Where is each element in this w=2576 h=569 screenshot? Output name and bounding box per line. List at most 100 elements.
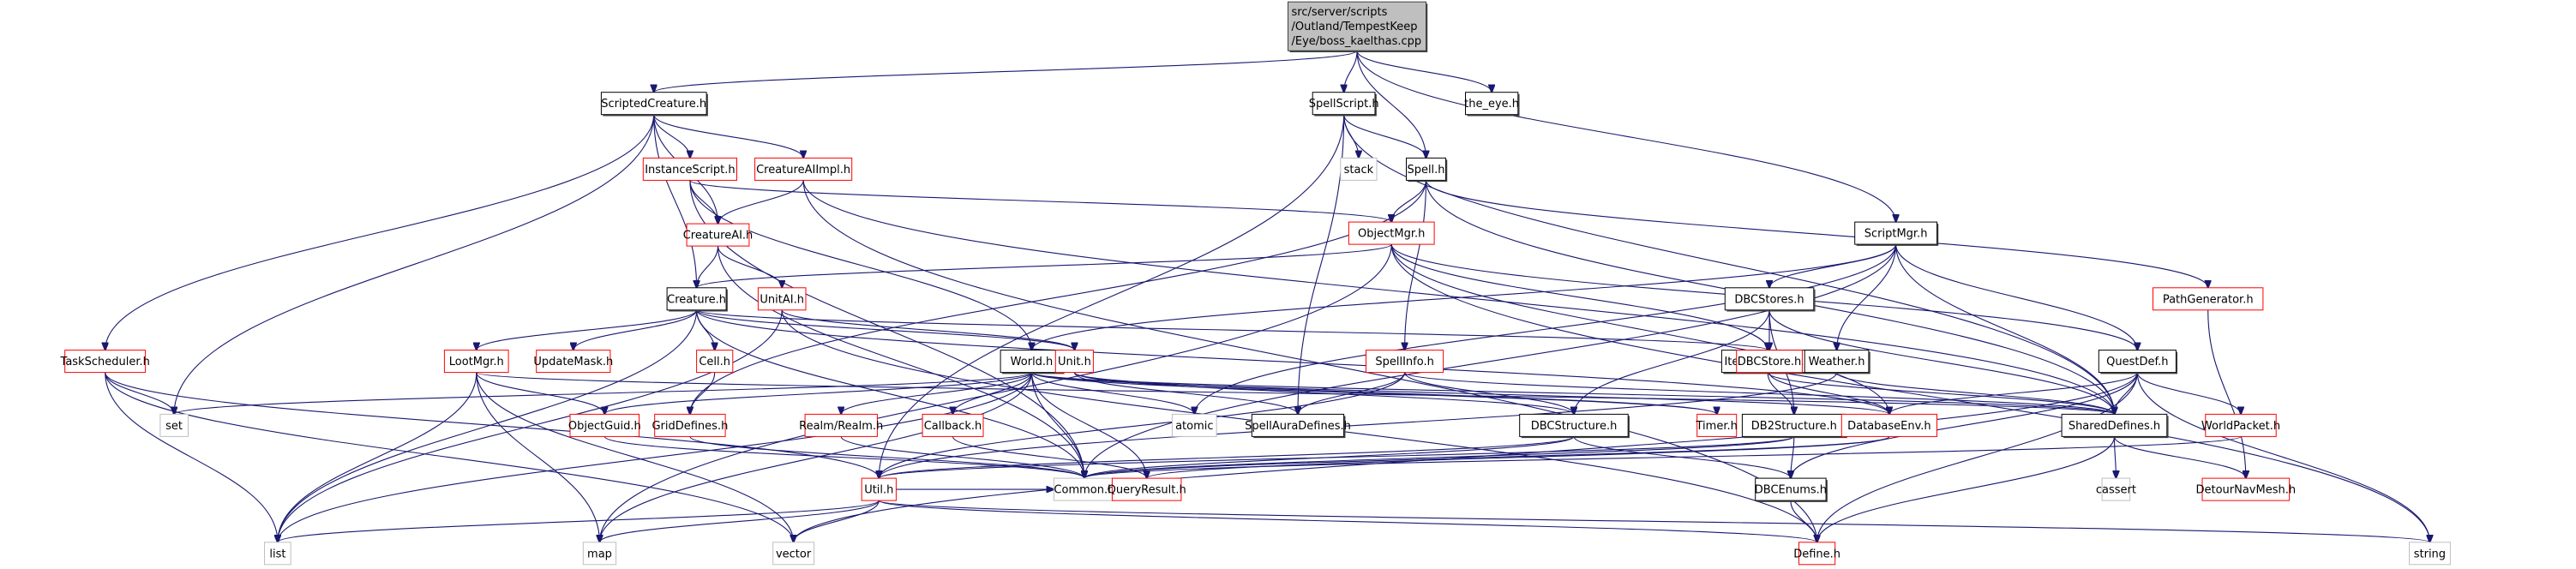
edge-World-to-map	[600, 372, 1033, 542]
edge-DB2Structure-to-DBCEnums	[1791, 436, 1795, 478]
node-ScriptMgr[interactable]: ScriptMgr.h	[1854, 221, 1939, 246]
node-label: QuestDef.h	[2106, 356, 2168, 368]
node-box	[1741, 413, 1846, 437]
edge-World-to-RealmRealm	[841, 372, 1033, 415]
edge-World-to-DatabaseEnv	[1030, 372, 1889, 415]
node-DBCStore[interactable]: DBCStore.h	[1736, 350, 1803, 374]
edge-UnitAI-to-Unit	[781, 309, 1074, 350]
node-label: InstanceScript.h	[645, 164, 735, 177]
edge-LootMgr-to-list	[278, 372, 477, 542]
node-label: set	[165, 420, 183, 433]
node-Callback[interactable]: Callback.h	[922, 413, 984, 437]
node-Timer[interactable]: Timer.h	[1696, 413, 1738, 437]
edge-ScriptMgr-to-World	[1032, 244, 1897, 350]
node-RealmRealm[interactable]: Realm/Realm.h	[799, 413, 883, 437]
node-box	[2153, 287, 2264, 311]
node-label: Define.h	[1793, 548, 1840, 560]
node-QuestDef[interactable]: QuestDef.h	[2098, 350, 2178, 374]
node-label: Timer.h	[1696, 420, 1738, 433]
node-DBCStores[interactable]: DBCStores.h	[1724, 287, 1816, 312]
node-root[interactable]: src/server/scripts/Outland/TempestKeep/E…	[1288, 1, 1428, 52]
node-label: TaskScheduler.h	[60, 356, 150, 368]
node-CreatureAI[interactable]: CreatureAI.h	[683, 223, 754, 247]
node-box	[582, 542, 617, 566]
node-Weather[interactable]: Weather.h	[1804, 350, 1870, 374]
node-box	[1111, 477, 1182, 501]
node-label: /Outland/TempestKeep	[1292, 21, 1418, 33]
node-shadow	[2063, 416, 2169, 439]
edge-Spell-to-SpellInfo	[1405, 180, 1427, 350]
edge-Creature-to-ItemTemplate	[696, 309, 1768, 350]
node-box	[443, 350, 509, 374]
edge-LootMgr-to-vector	[476, 372, 794, 542]
node-Creature[interactable]: Creature.h	[666, 287, 728, 312]
edge-InstanceScript-to-World	[689, 180, 1032, 350]
node-string: string	[2409, 542, 2451, 566]
node-TaskScheduler[interactable]: TaskScheduler.h	[60, 350, 150, 374]
node-box	[264, 542, 291, 566]
node-shadow	[1253, 416, 1346, 439]
node-ScriptedCreature[interactable]: ScriptedCreature.h	[600, 92, 708, 117]
edge-Util-to-string	[878, 500, 2429, 542]
edge-ObjectGuid-to-Common	[603, 435, 1084, 478]
node-SpellAuraDefines[interactable]: SpellAuraDefines.h	[1245, 413, 1351, 439]
node-label: SharedDefines.h	[2069, 420, 2160, 433]
node-box	[2061, 413, 2168, 437]
edge-Unit-to-Timer	[1073, 372, 1716, 415]
edge-Weather-to-Util	[879, 372, 1838, 478]
edge-PathGenerator-to-DetourNavMesh	[2207, 309, 2246, 478]
node-label: CreatureAIImpl.h	[756, 164, 850, 177]
node-box	[1054, 350, 1094, 374]
edge-ItemTemplate-to-DB2Structure	[1767, 372, 1794, 415]
node-InstanceScript[interactable]: InstanceScript.h	[642, 157, 737, 181]
node-Define[interactable]: Define.h	[1793, 542, 1840, 566]
node-World[interactable]: World.h	[1000, 350, 1065, 374]
node-CreatureAIImpl[interactable]: CreatureAIImpl.h	[754, 157, 853, 181]
node-Cell[interactable]: Cell.h	[696, 350, 734, 374]
node-UpdateMask[interactable]: UpdateMask.h	[533, 350, 613, 374]
node-shadow	[1521, 416, 1630, 439]
node-ObjectGuid[interactable]: ObjectGuid.h	[568, 413, 641, 437]
node-box	[1171, 413, 1217, 437]
node-box	[1465, 92, 1519, 116]
node-the_eye[interactable]: the_eye.h	[1464, 92, 1520, 117]
edge-Creature-to-LootMgr	[477, 309, 698, 350]
node-DatabaseEnv[interactable]: DatabaseEnv.h	[1840, 413, 1938, 437]
node-LootMgr[interactable]: LootMgr.h	[443, 350, 509, 374]
node-Common: Common.h	[1053, 477, 1115, 501]
node-box	[2201, 477, 2291, 501]
node-ObjectMgr[interactable]: ObjectMgr.h	[1348, 221, 1435, 245]
node-label: Util.h	[864, 484, 893, 497]
edge-SharedDefines-to-Define	[1817, 436, 2116, 542]
node-label: World.h	[1011, 356, 1054, 368]
node-SharedDefines[interactable]: SharedDefines.h	[2061, 413, 2169, 439]
edge-World-to-set	[174, 372, 1033, 415]
node-SpellScript[interactable]: SpellScript.h	[1309, 92, 1379, 117]
node-DetourNavMesh[interactable]: DetourNavMesh.h	[2195, 477, 2296, 501]
node-QueryResult[interactable]: QueryResult.h	[1108, 477, 1186, 501]
node-Util[interactable]: Util.h	[861, 477, 897, 501]
node-label: Common.h	[1054, 484, 1114, 497]
node-SpellInfo[interactable]: SpellInfo.h	[1366, 350, 1444, 374]
edge-DBCStores-to-SharedDefines	[1768, 309, 2115, 415]
node-label: DetourNavMesh.h	[2195, 484, 2296, 497]
node-WorldPacket[interactable]: WorldPacket.h	[2201, 413, 2280, 437]
node-box	[2101, 477, 2131, 501]
node-UnitAI[interactable]: UnitAI.h	[757, 287, 807, 311]
node-list: list	[264, 542, 291, 566]
node-label: CreatureAI.h	[683, 230, 754, 243]
node-shadow	[2100, 351, 2178, 374]
node-GridDefines[interactable]: GridDefines.h	[652, 413, 728, 437]
node-Unit[interactable]: Unit.h	[1054, 350, 1094, 374]
node-DB2Structure[interactable]: DB2Structure.h	[1741, 413, 1847, 439]
node-PathGenerator[interactable]: PathGenerator.h	[2153, 287, 2264, 311]
node-box	[1312, 92, 1376, 116]
edge-ObjectMgr-to-map	[600, 244, 1392, 542]
node-DBCStructure[interactable]: DBCStructure.h	[1519, 413, 1630, 439]
node-shadow	[603, 93, 708, 117]
node-Spell[interactable]: Spell.h	[1406, 157, 1448, 183]
node-label: list	[269, 548, 285, 560]
node-DBCEnums[interactable]: DBCEnums.h	[1755, 477, 1828, 502]
node-label: src/server/scripts	[1292, 6, 1388, 19]
